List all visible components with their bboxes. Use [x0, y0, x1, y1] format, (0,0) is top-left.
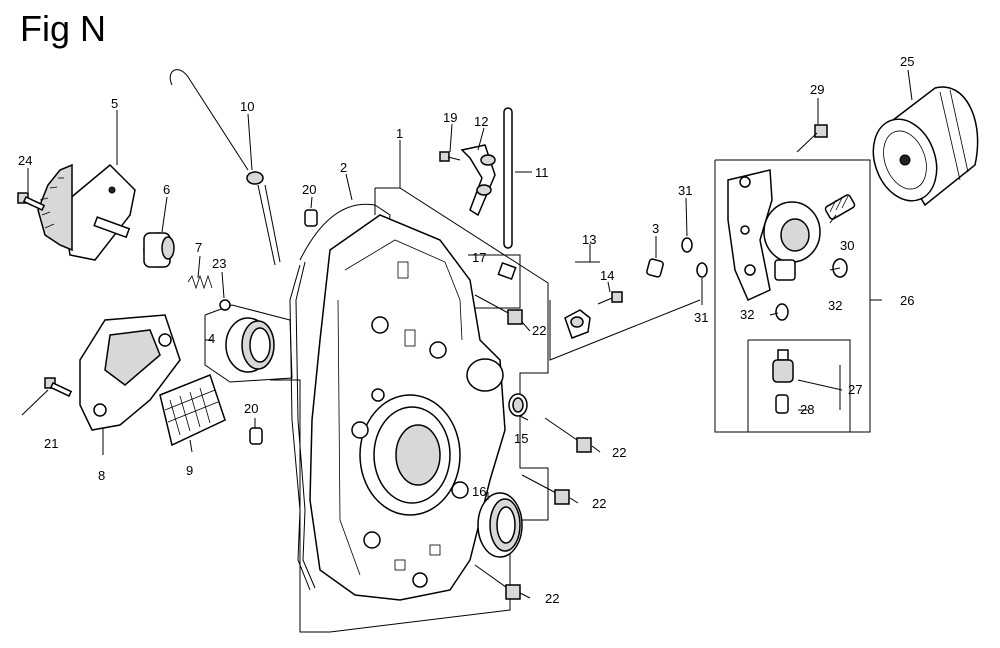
part-19-bolt [439, 151, 461, 162]
group-box-17-22 [468, 254, 521, 309]
callout-29: 29 [810, 82, 824, 97]
callout-22-upper: 22 [532, 323, 546, 338]
part-32-fitting-left [775, 303, 789, 321]
callout-16: 16 [472, 484, 486, 499]
part-25-oil-filter [872, 86, 979, 207]
part-23-ball [219, 299, 231, 311]
callout-17: 17 [472, 250, 486, 265]
part-24-bolt [17, 192, 46, 211]
part-17-bracket [497, 262, 517, 280]
callout-21: 21 [44, 436, 58, 451]
part-22-bolt-bottom [474, 564, 521, 600]
part-22-bolt-upper [474, 294, 523, 325]
part-29-bolt [796, 124, 828, 153]
leader-lines [21, 69, 913, 599]
callout-30: 30 [840, 238, 854, 253]
callout-31-upper: 31 [678, 183, 692, 198]
part-14-screw [597, 291, 623, 305]
part-12-clamp [460, 144, 496, 217]
part-22-bolt-lower [521, 474, 570, 505]
callout-24: 24 [18, 153, 32, 168]
callout-27: 27 [848, 382, 862, 397]
part-1-crankcase-cover [309, 214, 506, 601]
part-31-washer-lower [696, 262, 708, 278]
group-box-gasket-4 [204, 304, 293, 383]
part-7-spring [187, 274, 213, 290]
callout-22-mid: 22 [612, 445, 626, 460]
part-11-breather-tube [503, 107, 513, 249]
part-31-washer-upper [681, 237, 693, 253]
callout-2: 2 [340, 160, 347, 175]
part-28-switch-stem [775, 394, 789, 414]
callout-26: 26 [900, 293, 914, 308]
group-box-crankcase-cover [270, 187, 549, 633]
part-20-dowel-bottom [249, 427, 263, 445]
callout-28: 28 [800, 402, 814, 417]
callout-12: 12 [474, 114, 488, 129]
part-30-nipple [824, 194, 856, 220]
callout-11: 11 [535, 165, 549, 180]
part-16-oil-seal [477, 492, 523, 558]
callout-31-lower: 31 [694, 310, 708, 325]
callout-32-left: 32 [740, 307, 754, 322]
part-2-gasket [289, 203, 391, 591]
part-13-sensor [564, 309, 591, 339]
callout-22-lower: 22 [592, 496, 606, 511]
part-26-filter-base [727, 169, 821, 301]
callout-3: 3 [652, 221, 659, 236]
part-27-switch [772, 349, 794, 383]
part-10-dipstick [169, 69, 281, 266]
callout-5: 5 [111, 96, 118, 111]
group-box-27 [747, 339, 851, 433]
callout-7: 7 [195, 240, 202, 255]
callout-4: 4 [208, 331, 215, 346]
part-5-oil-pump [37, 163, 136, 261]
part-8-pump-cover [79, 314, 181, 431]
part-6-collar [143, 232, 175, 268]
part-20-dowel-top [304, 209, 318, 227]
part-9-strainer [159, 374, 226, 447]
part-4-oil-seal [225, 317, 275, 373]
callout-labels: 5 24 6 7 23 10 20 2 1 19 12 11 17 22 13 … [18, 54, 914, 606]
part-3-plug [646, 258, 664, 278]
callout-20-top: 20 [302, 182, 316, 197]
callout-23: 23 [212, 256, 226, 271]
part-21-bolt [44, 377, 73, 397]
figure-title: Fig N [20, 8, 107, 49]
callout-8: 8 [98, 468, 105, 483]
callout-14: 14 [600, 268, 614, 283]
callout-15: 15 [514, 431, 528, 446]
callout-10: 10 [240, 99, 254, 114]
group-box-13 [549, 261, 701, 361]
callout-25: 25 [900, 54, 914, 69]
callout-1: 1 [396, 126, 403, 141]
callout-6: 6 [163, 182, 170, 197]
callout-22-bottom: 22 [545, 591, 559, 606]
callout-13: 13 [582, 232, 596, 247]
group-box-26 [714, 159, 882, 433]
callout-19: 19 [443, 110, 457, 125]
part-15-plug [508, 393, 528, 417]
callout-32-right: 32 [828, 298, 842, 313]
part-22-bolt-mid [544, 417, 592, 453]
callout-9: 9 [186, 463, 193, 478]
callout-20-bottom: 20 [244, 401, 258, 416]
